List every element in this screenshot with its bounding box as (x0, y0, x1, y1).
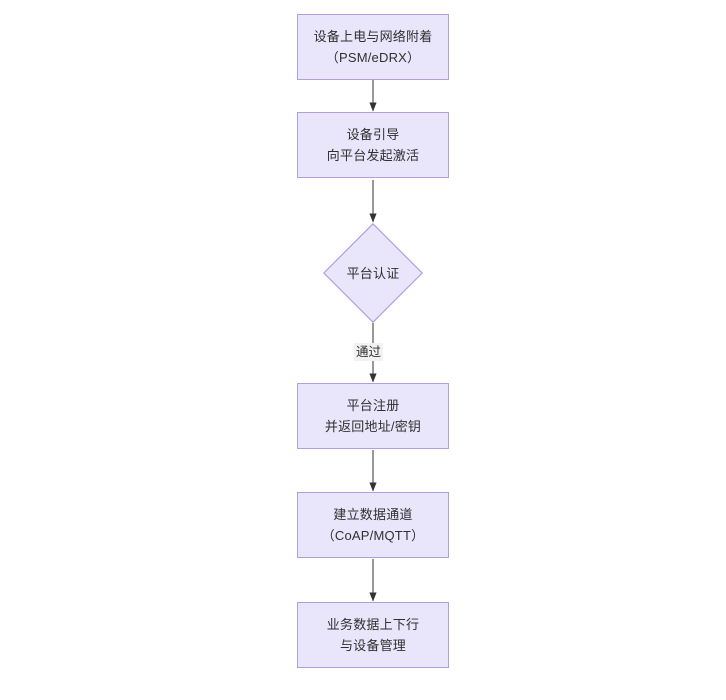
node-platform-authentication[interactable]: 平台认证 (323, 223, 423, 323)
node-label: 设备上电与网络附着 （PSM/eDRX） (313, 29, 433, 65)
node-label: 业务数据上下行 与设备管理 (326, 617, 420, 653)
diamond-shape (323, 223, 423, 323)
edge-label-pass: 通过 (354, 343, 384, 361)
node-label: 设备引导 向平台发起激活 (326, 127, 420, 163)
node-device-power-on[interactable]: 设备上电与网络附着 （PSM/eDRX） (297, 14, 449, 80)
node-label: 平台注册 并返回地址/密钥 (324, 398, 422, 434)
node-label: 建立数据通道 （CoAP/MQTT） (321, 507, 425, 543)
node-platform-registration[interactable]: 平台注册 并返回地址/密钥 (297, 383, 449, 449)
node-establish-data-channel[interactable]: 建立数据通道 （CoAP/MQTT） (297, 492, 449, 558)
node-business-data-and-device-management[interactable]: 业务数据上下行 与设备管理 (297, 602, 449, 668)
node-device-bootstrap[interactable]: 设备引导 向平台发起激活 (297, 112, 449, 178)
node-label: 平台认证 (346, 265, 400, 281)
